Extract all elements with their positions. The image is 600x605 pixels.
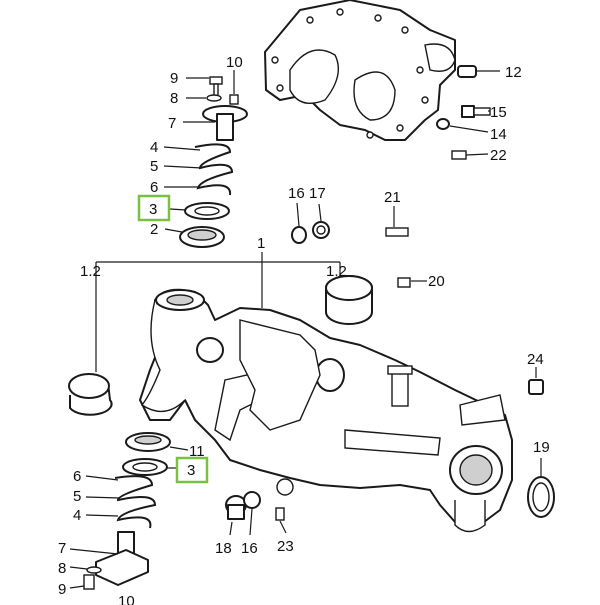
label-10-bottom: 10 (118, 593, 135, 605)
part-23-nipple (275, 507, 287, 534)
part-17-bushing-top (312, 203, 330, 239)
label-3-bottom: 3 (187, 462, 195, 479)
part-3-seal-bottom (122, 458, 177, 476)
part-19-seal-right (527, 458, 555, 518)
part-7-kingpin-cap-bottom (69, 531, 149, 586)
label-14: 14 (490, 126, 507, 143)
label-4-top: 4 (150, 139, 158, 156)
label-16-top: 16 (288, 185, 305, 202)
axle-housing (139, 288, 513, 533)
label-8-top: 8 (170, 90, 178, 107)
label-20: 20 (428, 273, 445, 290)
part-22-stud (451, 150, 489, 160)
label-5-bottom: 5 (73, 488, 81, 505)
label-11: 11 (189, 443, 205, 460)
label-6-bottom: 6 (73, 468, 81, 485)
label-19: 19 (533, 439, 550, 456)
label-24: 24 (527, 351, 544, 368)
part-20-plug (397, 277, 427, 288)
part-7-kingpin-cap-top (183, 105, 248, 141)
spring-bottom (85, 475, 157, 529)
label-9-top: 9 (170, 70, 178, 87)
part-8-washer-bottom (69, 566, 102, 574)
label-23: 23 (277, 538, 294, 555)
label-15: 15 (490, 104, 507, 121)
label-21: 21 (384, 189, 401, 206)
label-4-bottom: 4 (73, 507, 81, 524)
label-1-2-left: 1.2 (80, 263, 101, 280)
spring-top (163, 143, 234, 196)
part-18-plug (225, 495, 247, 536)
label-6-top: 6 (150, 179, 158, 196)
highlight-box-3-bottom (175, 456, 209, 484)
part-9-bolt-top (186, 76, 223, 97)
highlight-box-3-top (137, 194, 171, 222)
label-9-bottom: 9 (58, 581, 66, 598)
label-7-top: 7 (168, 115, 176, 132)
part-9-bolt-bottom (69, 574, 95, 590)
label-1: 1 (257, 235, 265, 252)
part-8-washer-top (186, 94, 222, 102)
label-7-bottom: 7 (58, 540, 66, 557)
part-1-2-bushing-right (325, 275, 373, 325)
label-18: 18 (215, 540, 232, 557)
label-2: 2 (150, 221, 158, 238)
part-24-plug (528, 367, 544, 395)
part-11-bearing-bottom (125, 432, 189, 452)
part-1-2-bushing-left (68, 373, 113, 416)
label-3-top: 3 (149, 201, 157, 218)
label-12: 12 (505, 64, 522, 81)
housing-cover (264, 0, 456, 141)
part-2-bearing-top (164, 226, 225, 248)
label-22: 22 (490, 147, 507, 164)
label-16-bottom: 16 (241, 540, 258, 557)
label-8-bottom: 8 (58, 560, 66, 577)
label-5-top: 5 (150, 158, 158, 175)
part-10-nipple-top (229, 70, 239, 105)
part-12-pin (457, 65, 500, 78)
part-16-oring-top (291, 202, 307, 244)
label-1-2-right: 1.2 (326, 263, 347, 280)
part-21-stud (385, 206, 409, 237)
part-16-oring-bottom (243, 491, 261, 536)
part-14-washer (436, 118, 489, 133)
label-17: 17 (309, 185, 326, 202)
part-3-seal-top (169, 202, 230, 220)
part-15-bolt (461, 105, 491, 118)
label-10-top: 10 (226, 54, 243, 71)
